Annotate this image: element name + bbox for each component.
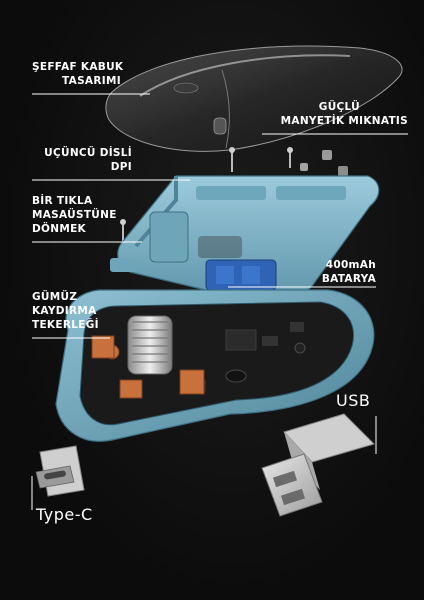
label-strong-magnet: GÜÇLÜ MANYETİK MIKNATIS	[281, 100, 408, 128]
mouse-base-icon	[55, 289, 375, 442]
magnet-icon	[300, 150, 348, 176]
label-transparent-shell-line1: ŞEFFAF KABUK	[32, 61, 124, 73]
label-one-click-desktop-line3: DÖNMEK	[32, 223, 86, 235]
leader-lines	[31, 93, 408, 510]
label-silver-scroll-wheel-line2: KAYDIRMA	[32, 305, 97, 317]
label-battery: 400mAh BATARYA	[322, 258, 376, 286]
label-one-click-desktop: BİR TIKLA MASAÜSTÜNE DÖNMEK	[32, 194, 117, 236]
label-silver-scroll-wheel: GÜMÜZ KAYDIRMA TEKERLEĞİ	[32, 290, 99, 332]
label-one-click-desktop-line2: MASAÜSTÜNE	[32, 209, 117, 221]
label-third-gear-dpi-line2: DPI	[110, 161, 132, 173]
transparent-shell-icon	[105, 45, 403, 152]
label-strong-magnet-line2: MANYETİK MIKNATIS	[280, 115, 408, 127]
label-battery-line2: BATARYA	[321, 273, 376, 285]
mouse-frame-icon	[110, 175, 380, 302]
label-third-gear-dpi: UÇÜNCÜ DİSLİ DPI	[32, 146, 132, 174]
label-transparent-shell: ŞEFFAF KABUK TASARIMI	[32, 60, 123, 88]
label-battery-line1: 400mAh	[325, 259, 376, 271]
label-silver-scroll-wheel-line1: GÜMÜZ	[32, 291, 78, 303]
label-strong-magnet-line1: GÜÇLÜ	[318, 101, 360, 113]
usb-receiver-icon	[261, 413, 375, 517]
label-one-click-desktop-line1: BİR TIKLA	[32, 195, 93, 207]
battery-icon	[205, 259, 277, 291]
label-usb: USB	[336, 391, 371, 410]
type-c-adapter-icon	[35, 445, 85, 497]
label-silver-scroll-wheel-line3: TEKERLEĞİ	[32, 319, 99, 331]
label-transparent-shell-line2: TASARIMI	[62, 75, 121, 87]
label-third-gear-dpi-line1: UÇÜNCÜ DİSLİ	[44, 147, 132, 159]
micro-switch-icon	[91, 335, 205, 399]
label-type-c: Type-C	[36, 505, 93, 524]
